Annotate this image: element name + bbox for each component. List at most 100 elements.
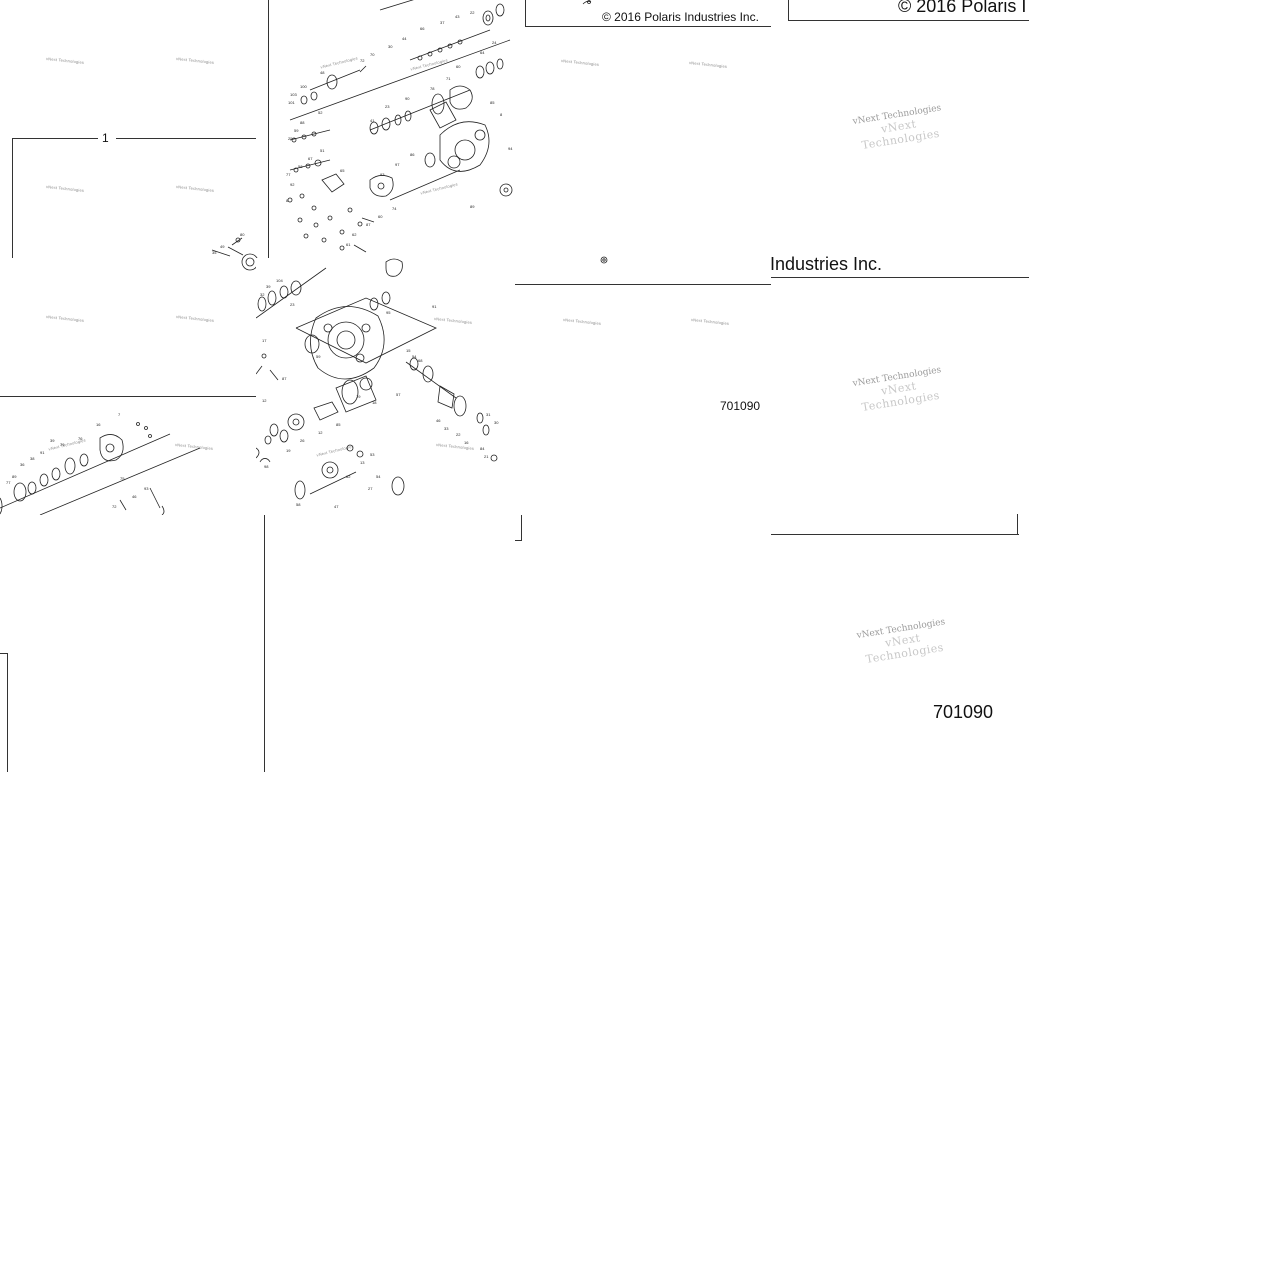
svg-text:54: 54 xyxy=(376,474,381,479)
watermark-small: vNext Technologies xyxy=(562,317,602,326)
svg-text:85: 85 xyxy=(490,100,495,105)
svg-text:52: 52 xyxy=(318,110,323,115)
svg-text:24: 24 xyxy=(492,40,497,45)
svg-text:64: 64 xyxy=(480,50,485,55)
svg-text:47: 47 xyxy=(334,504,339,509)
svg-text:31: 31 xyxy=(486,412,491,417)
svg-text:72: 72 xyxy=(112,504,117,509)
svg-text:89: 89 xyxy=(12,474,17,479)
svg-text:23: 23 xyxy=(290,302,295,307)
svg-text:70: 70 xyxy=(370,52,375,57)
svg-text:89: 89 xyxy=(470,204,475,209)
svg-text:71: 71 xyxy=(446,76,451,81)
svg-text:30: 30 xyxy=(494,420,499,425)
svg-text:66: 66 xyxy=(420,26,425,31)
title-block-line xyxy=(7,653,8,772)
svg-text:65: 65 xyxy=(340,168,345,173)
svg-text:62: 62 xyxy=(352,232,357,237)
title-block-line xyxy=(1017,514,1018,535)
svg-text:84: 84 xyxy=(480,446,485,451)
svg-text:46: 46 xyxy=(436,418,441,423)
diagram-tile-top-center-right: © 2016 Polaris Industries Inc. vNext Tec… xyxy=(515,0,771,285)
svg-text:8: 8 xyxy=(286,198,289,203)
svg-text:12: 12 xyxy=(318,430,323,435)
svg-text:91: 91 xyxy=(432,304,437,309)
svg-text:60: 60 xyxy=(456,64,461,69)
svg-text:22: 22 xyxy=(456,432,461,437)
svg-text:39: 39 xyxy=(50,438,55,443)
svg-text:54: 54 xyxy=(412,354,417,359)
svg-text:15: 15 xyxy=(406,348,411,353)
gear-parts-drawing: 80 49 35 xyxy=(211,232,259,271)
svg-text:13: 13 xyxy=(360,460,365,465)
title-block-line xyxy=(771,277,1029,278)
watermark: vNext Technologies vNext Technologies xyxy=(852,365,942,414)
svg-text:100: 100 xyxy=(300,84,307,89)
svg-text:94: 94 xyxy=(508,146,513,151)
svg-text:25: 25 xyxy=(288,136,293,141)
svg-text:97: 97 xyxy=(395,162,400,167)
svg-text:43: 43 xyxy=(455,14,460,19)
diagram-tile-bottom-right: vNext Technologies vNext Technologies 70… xyxy=(771,536,1029,772)
svg-text:95: 95 xyxy=(386,310,391,315)
svg-text:80: 80 xyxy=(240,232,245,237)
svg-text:12: 12 xyxy=(262,398,267,403)
copyright-notice: Industries Inc. xyxy=(771,254,883,274)
svg-text:32: 32 xyxy=(260,292,265,297)
title-block-line xyxy=(771,534,1019,535)
tile-border xyxy=(515,284,771,285)
diagram-tile-top-center: vNext Technologies vNext Technologies vN… xyxy=(270,0,515,258)
svg-text:17: 17 xyxy=(262,338,267,343)
svg-text:49: 49 xyxy=(220,244,225,249)
svg-text:78: 78 xyxy=(430,86,435,91)
assembly-bracket-line xyxy=(12,138,98,139)
svg-text:38: 38 xyxy=(30,456,35,461)
watermark-small: vNext Technologies xyxy=(690,317,730,326)
title-block-line xyxy=(515,540,522,541)
svg-text:58: 58 xyxy=(298,164,303,169)
svg-text:74: 74 xyxy=(392,206,397,211)
copyright-notice: © 2016 Polaris I xyxy=(898,0,1027,16)
diagram-tile-bottom-left xyxy=(0,515,264,772)
svg-text:75: 75 xyxy=(120,476,125,481)
svg-text:26: 26 xyxy=(300,438,305,443)
title-block-line xyxy=(525,0,526,27)
svg-text:16: 16 xyxy=(464,440,469,445)
svg-text:77: 77 xyxy=(286,172,291,177)
svg-text:77: 77 xyxy=(6,480,11,485)
svg-text:72: 72 xyxy=(360,58,365,63)
svg-text:103: 103 xyxy=(290,92,297,97)
svg-text:16: 16 xyxy=(96,422,101,427)
svg-text:7: 7 xyxy=(118,412,121,417)
svg-text:91: 91 xyxy=(40,450,45,455)
svg-text:67: 67 xyxy=(308,156,313,161)
tile-border xyxy=(268,0,269,258)
svg-text:41: 41 xyxy=(370,118,375,123)
svg-text:22: 22 xyxy=(470,10,475,15)
diagram-tile-bottom-center xyxy=(264,515,515,772)
svg-text:93: 93 xyxy=(144,486,149,491)
svg-text:93: 93 xyxy=(380,172,385,177)
svg-text:92: 92 xyxy=(290,182,295,187)
svg-text:60: 60 xyxy=(378,214,383,219)
svg-text:36: 36 xyxy=(20,462,25,467)
svg-text:59: 59 xyxy=(294,128,299,133)
title-block-line xyxy=(521,515,522,541)
svg-text:53: 53 xyxy=(370,452,375,457)
title-block-line xyxy=(788,0,789,21)
svg-text:39: 39 xyxy=(266,284,271,289)
svg-text:33: 33 xyxy=(444,426,449,431)
svg-text:87: 87 xyxy=(366,222,371,227)
diagram-part-number: 701090 xyxy=(720,399,761,413)
svg-text:8: 8 xyxy=(500,112,503,117)
assembly-bracket-line xyxy=(12,138,13,258)
svg-text:87: 87 xyxy=(282,376,287,381)
title-block-line xyxy=(0,653,8,654)
svg-text:48: 48 xyxy=(320,70,325,75)
copyright-notice: © 2016 Polaris Industries Inc. xyxy=(602,10,759,24)
svg-text:62: 62 xyxy=(346,474,351,479)
svg-text:76: 76 xyxy=(78,436,83,441)
